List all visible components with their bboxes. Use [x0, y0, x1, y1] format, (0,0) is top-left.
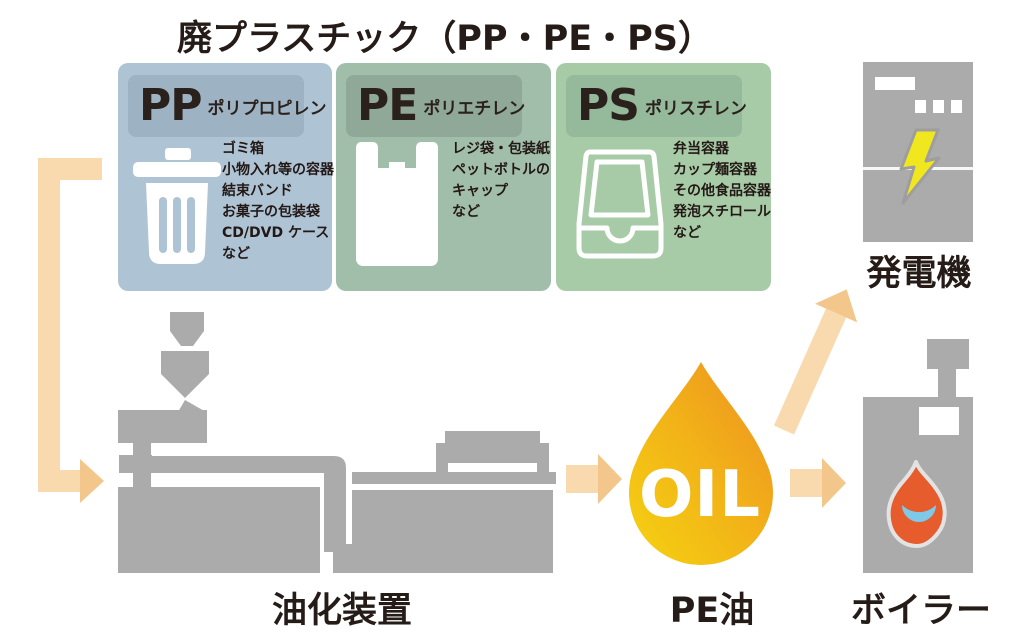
lightning-bolt-icon	[899, 128, 941, 205]
machine-exchanger-box	[445, 431, 540, 463]
plastic-bag-icon	[356, 142, 438, 272]
machine-hopper-funnel	[161, 351, 209, 398]
boiler-chimney-stem	[938, 363, 956, 399]
material-item: お菓子の包装袋	[222, 204, 320, 220]
machine-tank-lid	[352, 472, 556, 484]
machine-hopper-top	[170, 312, 204, 346]
material-header-pe: PE ポリエチレン	[346, 75, 526, 137]
material-name: ポリプロピレン	[207, 98, 327, 119]
material-item: レジ袋・包装紙	[452, 141, 550, 157]
material-card-ps: PS ポリスチレン 弁当容器 カップ麺容器 その他食品容器 発泡スチロール など	[556, 63, 771, 291]
material-item: ペットボトルの	[452, 162, 550, 178]
material-item-list: ゴミ箱 小物入れ等の容器 結束バンド お菓子の包装袋 CD/DVD ケース など	[222, 139, 334, 265]
material-item: 結束バンド	[222, 183, 293, 199]
generator-vent	[875, 77, 915, 90]
material-item-list: レジ袋・包装紙 ペットボトルの キャップ など	[452, 139, 550, 223]
material-item-list: 弁当容器 カップ麺容器 その他食品容器 発泡スチロール など	[673, 139, 771, 244]
material-item: など	[222, 246, 250, 262]
material-card-pe: PE ポリエチレン レジ袋・包装紙 ペットボトルの キャップ など	[336, 63, 551, 291]
oil-to-generator-arrow	[773, 289, 858, 435]
machine-side-tab	[119, 455, 152, 473]
oil-label: PE油	[669, 591, 755, 631]
machine-hopper-wedge	[178, 400, 206, 412]
machine-to-oil-arrow	[566, 454, 622, 504]
boiler-label: ボイラー	[850, 591, 991, 631]
oil-drop-text: OIL	[639, 458, 761, 532]
material-item: 小物入れ等の容器	[222, 162, 334, 178]
machine-extruder-block	[118, 410, 207, 443]
food-container-icon	[575, 148, 665, 264]
oil-drop-shape	[629, 362, 773, 565]
material-name: ポリスチレン	[644, 98, 747, 119]
material-name: ポリエチレン	[423, 98, 526, 119]
flame-core-icon	[902, 505, 936, 522]
generator-indicator	[915, 100, 926, 113]
machine-label: 油化装置	[271, 591, 412, 631]
material-item: キャップ	[452, 183, 508, 199]
material-item: その他食品容器	[673, 183, 771, 199]
material-item: など	[452, 204, 480, 220]
machine-right-tank	[333, 490, 553, 573]
oil-drop: OIL	[629, 362, 773, 565]
material-item: 発泡スチロール	[673, 204, 771, 220]
material-item: など	[673, 225, 701, 241]
generator	[863, 62, 973, 242]
material-item: ゴミ箱	[222, 141, 264, 157]
material-code: PE	[357, 80, 418, 131]
trash-can-icon	[133, 148, 225, 272]
generator-indicator	[933, 100, 944, 113]
material-header-pp: PP ポリプロピレン	[128, 75, 327, 137]
flame-icon	[886, 460, 947, 548]
boiler	[863, 339, 973, 573]
machine-pipe	[151, 456, 330, 473]
machine-pipe-elbow	[318, 456, 346, 552]
material-item: 弁当容器	[673, 141, 729, 157]
page-title: 廃プラスチック（PP・PE・PS）	[176, 19, 714, 59]
oil-to-boiler-arrow	[790, 458, 846, 508]
material-code: PP	[139, 80, 202, 131]
boiler-window	[919, 407, 959, 435]
machine-left-tank	[118, 487, 320, 573]
material-card-pp: PP ポリプロピレン ゴミ箱 小物入れ等の容器 結束バンド お菓子の包装袋 CD…	[118, 63, 334, 291]
material-item: カップ麺容器	[673, 162, 757, 178]
generator-label: 発電機	[866, 254, 972, 294]
material-code: PS	[577, 80, 640, 131]
material-header-ps: PS ポリスチレン	[566, 75, 747, 137]
feed-arrow	[38, 158, 104, 503]
material-item: CD/DVD ケース	[222, 225, 330, 241]
pyrolysis-machine	[118, 312, 556, 573]
generator-indicator	[951, 100, 962, 113]
boiler-chimney-cap	[927, 339, 969, 369]
